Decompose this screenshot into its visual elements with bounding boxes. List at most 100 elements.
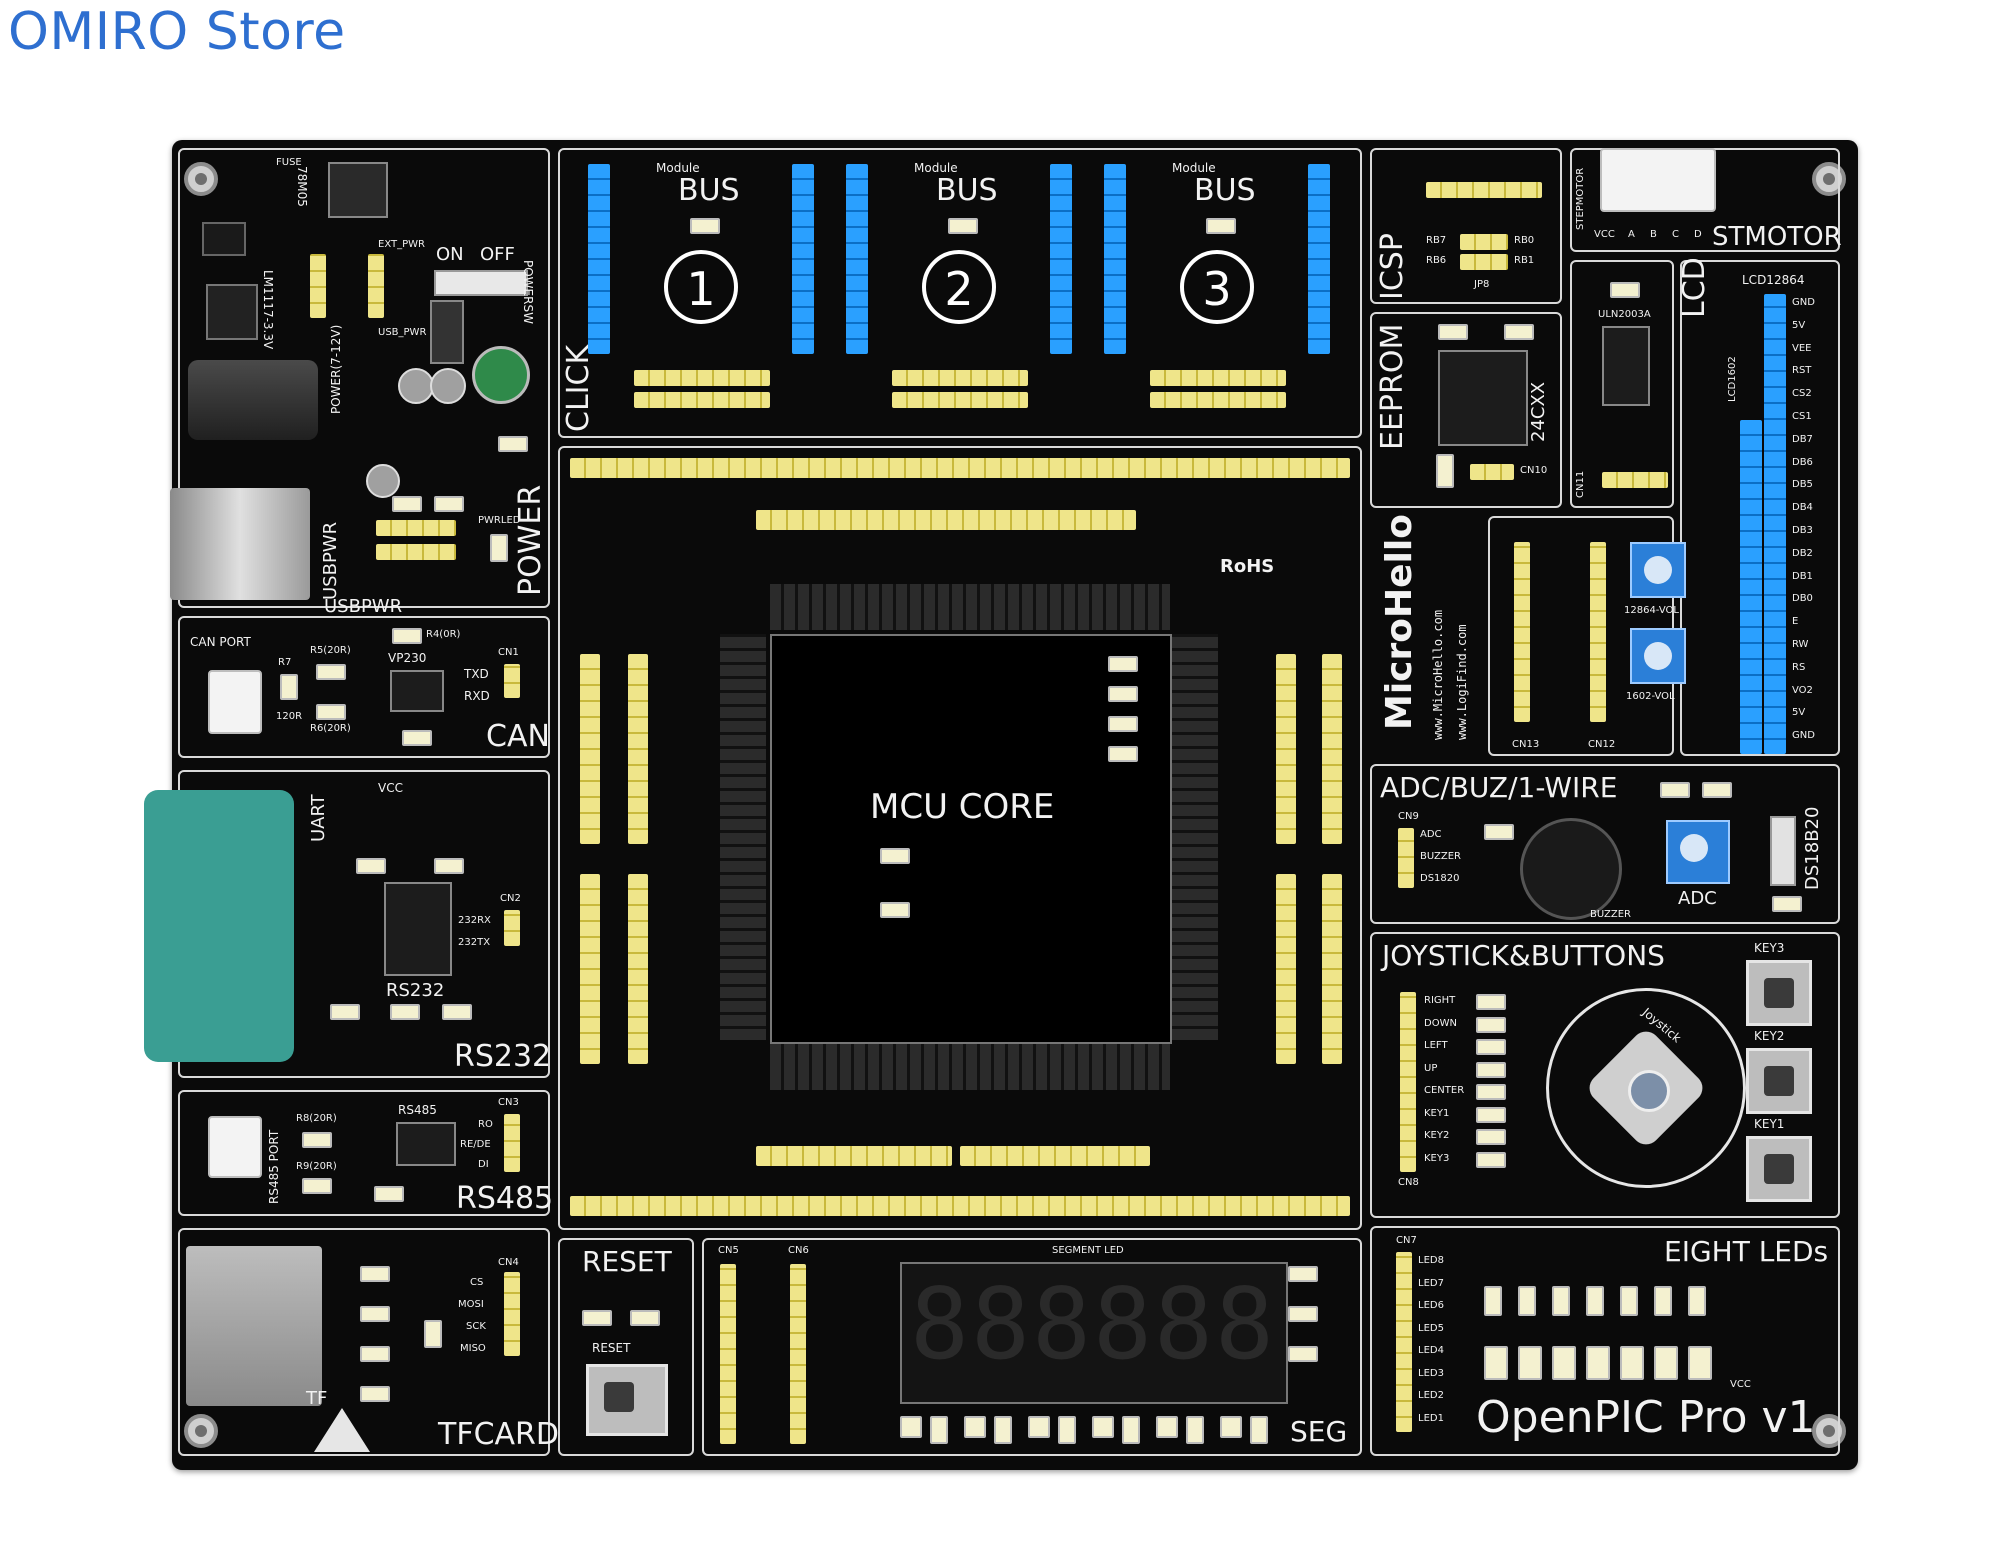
cn11-header[interactable] — [1602, 472, 1668, 488]
rc-l-header[interactable] — [628, 874, 648, 1064]
resistor-r6 — [316, 704, 346, 720]
mcu-header-jp4[interactable] — [770, 584, 1170, 630]
vp230-chip — [390, 670, 444, 712]
jp8-jumper[interactable] — [1460, 254, 1508, 270]
stm-pin: B — [1650, 229, 1657, 240]
lcd-pin-label: GND — [1792, 730, 1815, 742]
rede-label: RE/DE — [460, 1139, 491, 1150]
click3-left-header[interactable] — [1104, 164, 1126, 354]
power-header[interactable] — [376, 544, 456, 560]
click3-jumper[interactable] — [1150, 392, 1286, 408]
ds18b20-socket[interactable] — [1770, 816, 1796, 886]
rf-l-header[interactable] — [1322, 874, 1342, 1064]
click1-left-header[interactable] — [588, 164, 610, 354]
rb-l-header[interactable] — [580, 874, 600, 1064]
cn8-header[interactable] — [1400, 992, 1416, 1172]
click2-jumper[interactable] — [892, 370, 1028, 386]
port-e-header[interactable] — [756, 510, 1136, 530]
power-header[interactable] — [376, 520, 456, 536]
pwrled-label: PWRLED — [478, 515, 521, 526]
usb-port[interactable] — [170, 488, 310, 600]
lcd-pin-label: RS — [1792, 661, 1806, 673]
joystick-center[interactable] — [1628, 1070, 1670, 1112]
cn13-header[interactable] — [1514, 542, 1530, 722]
mcu-header-jp2[interactable] — [770, 1044, 1170, 1090]
stm-pin: VCC — [1594, 229, 1615, 240]
adc-pot[interactable] — [1666, 820, 1730, 884]
resistor-r46 — [1702, 782, 1732, 798]
click3-jumper[interactable] — [1150, 370, 1286, 386]
rs485-header[interactable] — [504, 1114, 520, 1172]
1602-vol-pot[interactable] — [1630, 628, 1686, 684]
click2-left-header[interactable] — [846, 164, 868, 354]
uln2003a-chip — [1602, 326, 1650, 406]
click1-right-header[interactable] — [792, 164, 814, 354]
slide-switch[interactable] — [430, 300, 464, 364]
rs232-header[interactable] — [504, 910, 520, 946]
cn6-header[interactable] — [790, 1264, 806, 1444]
jumper-j2[interactable] — [368, 254, 384, 318]
adc-header[interactable] — [1398, 828, 1414, 888]
ra-l-header[interactable] — [580, 654, 600, 844]
vcc-label: VCC — [1730, 1379, 1751, 1390]
key2-button[interactable] — [1746, 1048, 1812, 1114]
ra-h-header[interactable] — [628, 654, 648, 844]
click2-right-header[interactable] — [1050, 164, 1072, 354]
mcu-header-jp1[interactable] — [720, 634, 766, 1040]
reset-button[interactable] — [586, 1364, 668, 1436]
can-header[interactable] — [504, 664, 520, 698]
eeprom-header[interactable] — [1470, 464, 1514, 480]
stepmotor-connector[interactable] — [1600, 148, 1716, 212]
mcu-header-jp3[interactable] — [1172, 634, 1218, 1040]
tf-card-slot[interactable] — [186, 1246, 322, 1406]
12864-vol-pot[interactable] — [1630, 542, 1686, 598]
cn9-label: CN9 — [1398, 811, 1419, 822]
icsp-header[interactable] — [1426, 182, 1542, 198]
resistor-r7 — [280, 674, 298, 700]
lcd-jumper-panel: 12864-VOL 1602-VOL CN13 CN12 — [1488, 516, 1686, 756]
r4-label: R4(0R) — [426, 629, 461, 640]
key3-label: KEY3 — [1754, 941, 1785, 955]
capacitor-c19 — [1436, 454, 1454, 488]
click3-right-header[interactable] — [1308, 164, 1330, 354]
cn12-header[interactable] — [1590, 542, 1606, 722]
click1-jumper[interactable] — [634, 392, 770, 408]
resistor-r12 — [360, 1346, 390, 1362]
tf-header[interactable] — [504, 1272, 520, 1356]
rd-l-header[interactable] — [1276, 654, 1296, 844]
rc-h-header[interactable] — [1322, 654, 1342, 844]
buzzer-label: BUZZER — [1590, 909, 1631, 920]
led-item-label: LED7 — [1418, 1277, 1444, 1289]
key1-button[interactable] — [1746, 1136, 1812, 1202]
db9-connector[interactable] — [144, 790, 294, 1062]
can-connector[interactable] — [208, 670, 262, 734]
power-switch[interactable] — [434, 270, 528, 296]
bottom-port-header[interactable] — [570, 1196, 1350, 1216]
cn5-header[interactable] — [720, 1264, 736, 1444]
tf-pin: CS — [470, 1277, 484, 1288]
port-b-header[interactable] — [756, 1146, 952, 1166]
lcd-pin-label: DB7 — [1792, 433, 1813, 445]
txd-label: TXD — [464, 667, 489, 681]
resistor-r9 — [302, 1178, 332, 1194]
rs485-connector[interactable] — [208, 1116, 262, 1178]
port-f-header[interactable] — [960, 1146, 1150, 1166]
top-port-header[interactable] — [570, 458, 1350, 478]
jumper-j1[interactable] — [310, 254, 326, 318]
lcd12864-header[interactable] — [1764, 294, 1786, 754]
rb6-label: RB6 — [1426, 255, 1447, 266]
cn7-header[interactable] — [1396, 1252, 1412, 1432]
click2-jumper[interactable] — [892, 392, 1028, 408]
resistor-r18 — [1288, 1266, 1318, 1282]
lcd1602-header[interactable] — [1740, 420, 1762, 754]
click-panel: CLICK Module BUS 1 Module BUS 2 Module B… — [558, 148, 1362, 438]
stm-pin: A — [1628, 229, 1635, 240]
key3-button[interactable] — [1746, 960, 1812, 1026]
jp8-jumper[interactable] — [1460, 234, 1508, 250]
click1-jumper[interactable] — [634, 370, 770, 386]
dc-jack[interactable] — [188, 360, 318, 440]
rh-h-header[interactable] — [1276, 874, 1296, 1064]
rohs-label: RoHS — [1220, 556, 1275, 577]
rs485-chip — [396, 1122, 456, 1166]
